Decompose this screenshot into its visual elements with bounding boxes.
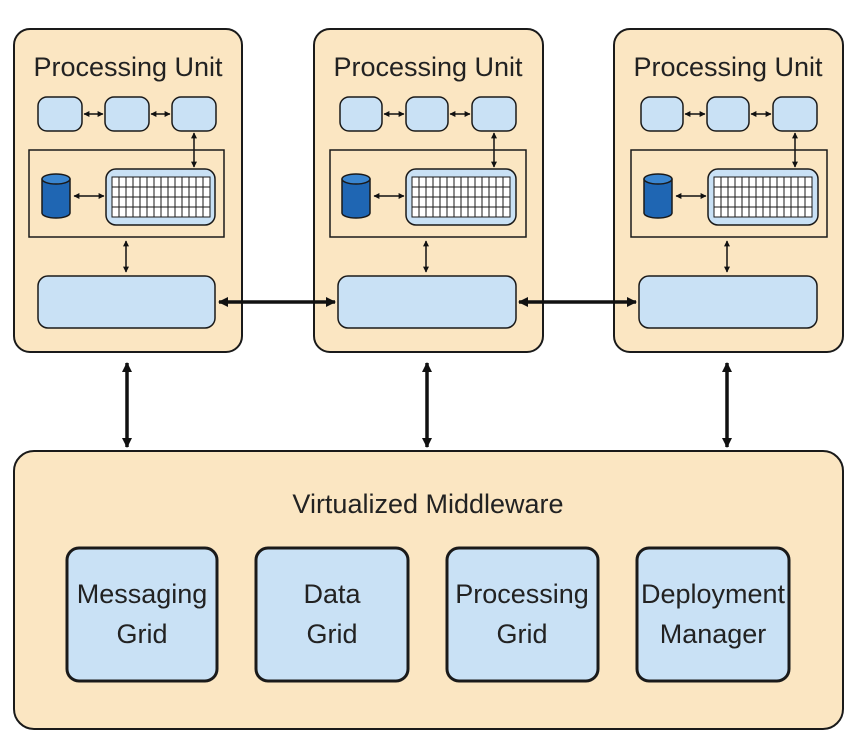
service-node [37, 96, 83, 132]
unit-middleware-connector [37, 275, 216, 329]
unit-middleware-connector [337, 275, 517, 329]
database-icon [41, 173, 71, 219]
service-node [706, 96, 750, 132]
deployment-manager-box: Deployment Manager [635, 546, 791, 683]
service-node [339, 96, 383, 132]
data-container [329, 149, 527, 238]
processing-unit-title: Processing Unit [33, 52, 223, 82]
unit-middleware-connector [638, 275, 818, 329]
service-node [405, 96, 449, 132]
component-label-line2: Manager [660, 619, 767, 649]
processing-unit-1: Processing Unit [13, 28, 243, 353]
data-grid-cache-icon [707, 168, 819, 226]
service-node [104, 96, 150, 132]
component-label-line1: Deployment [641, 579, 786, 609]
data-grid-cache-icon [405, 168, 517, 226]
component-label-line2: Grid [116, 619, 167, 649]
processing-unit-2: Processing Unit [313, 28, 544, 353]
virtualized-middleware: Virtualized Middleware Messaging Grid Da… [13, 450, 844, 730]
component-label-line1: Processing [455, 579, 589, 609]
data-container [28, 149, 225, 238]
component-label-line2: Grid [306, 619, 357, 649]
data-container [630, 149, 828, 238]
messaging-grid-box: Messaging Grid [65, 546, 219, 683]
service-node [772, 96, 818, 132]
database-icon [341, 173, 371, 219]
service-node [640, 96, 684, 132]
component-label-line1: Data [303, 579, 361, 609]
service-node [171, 96, 217, 132]
middleware-title: Virtualized Middleware [292, 489, 563, 519]
data-grid-cache-icon [105, 168, 216, 226]
component-label-line1: Messaging [77, 579, 208, 609]
database-icon [643, 173, 673, 219]
processing-unit-title: Processing Unit [633, 52, 823, 82]
service-node [471, 96, 517, 132]
processing-grid-box: Processing Grid [445, 546, 600, 683]
data-grid-box: Data Grid [254, 546, 410, 683]
processing-unit-title: Processing Unit [333, 52, 523, 82]
processing-unit-3: Processing Unit [613, 28, 844, 353]
component-label-line2: Grid [496, 619, 547, 649]
